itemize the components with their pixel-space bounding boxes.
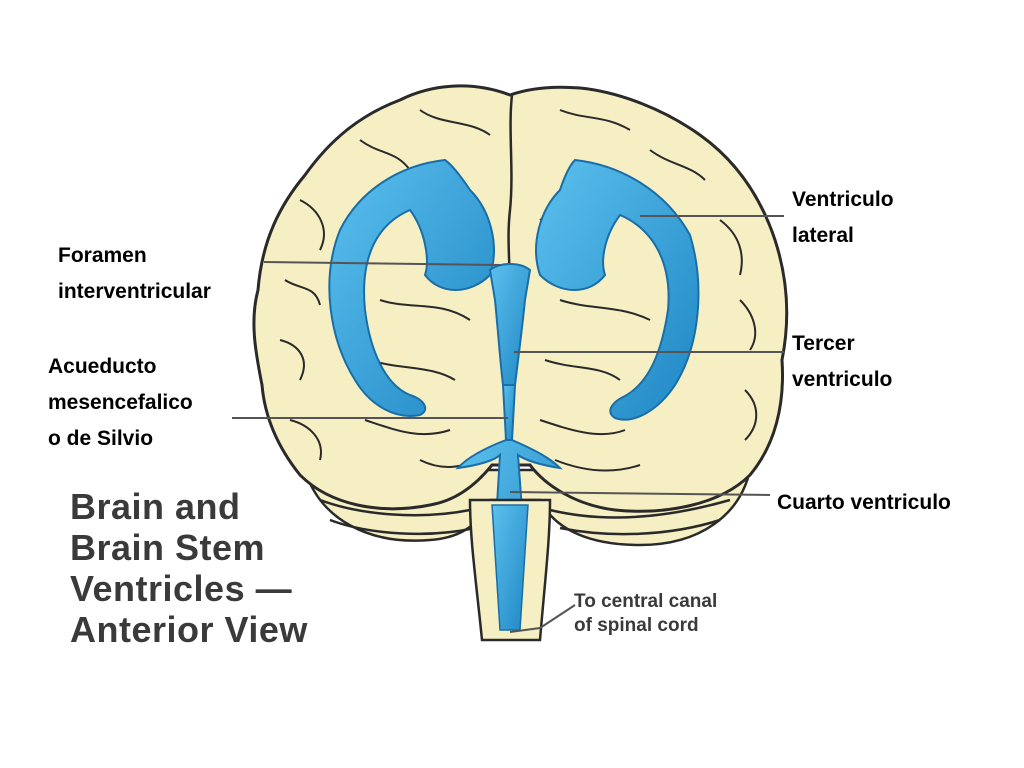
label-foramen-interventricular: Foramen interventricular	[56, 238, 213, 310]
title-line: Brain and	[70, 486, 241, 527]
label-line: o de Silvio	[48, 427, 154, 450]
lateral-ventricles	[328, 158, 700, 421]
title-line: Brain Stem	[70, 527, 266, 568]
label-line: Cuarto ventriculo	[777, 491, 951, 514]
label-line: Ventriculo	[792, 188, 894, 211]
title-line: Ventricles —	[70, 568, 293, 609]
label-line: Foramen	[58, 244, 147, 267]
note-line: To central canal	[574, 591, 718, 612]
diagram-title: Brain and Brain Stem Ventricles — Anteri…	[70, 486, 370, 650]
note-line: of spinal cord	[574, 615, 699, 636]
label-acueducto: Acueducto mesencefalico o de Silvio	[46, 349, 195, 457]
gyri-lines	[279, 109, 758, 472]
label-line: Tercer	[792, 332, 855, 355]
label-cuarto-ventriculo: Cuarto ventriculo	[775, 485, 953, 521]
label-ventriculo-lateral: Ventriculo lateral	[790, 182, 896, 254]
leader-lines	[232, 215, 784, 633]
title-line: Anterior View	[70, 609, 308, 650]
label-tercer-ventriculo: Tercer ventriculo	[790, 326, 895, 398]
label-line: ventriculo	[792, 368, 893, 391]
central-canal-note: To central canal of spinal cord	[574, 590, 717, 638]
label-line: mesencefalico	[48, 391, 193, 414]
label-line: lateral	[792, 224, 854, 247]
label-line: interventricular	[58, 280, 211, 303]
label-line: Acueducto	[48, 355, 157, 378]
